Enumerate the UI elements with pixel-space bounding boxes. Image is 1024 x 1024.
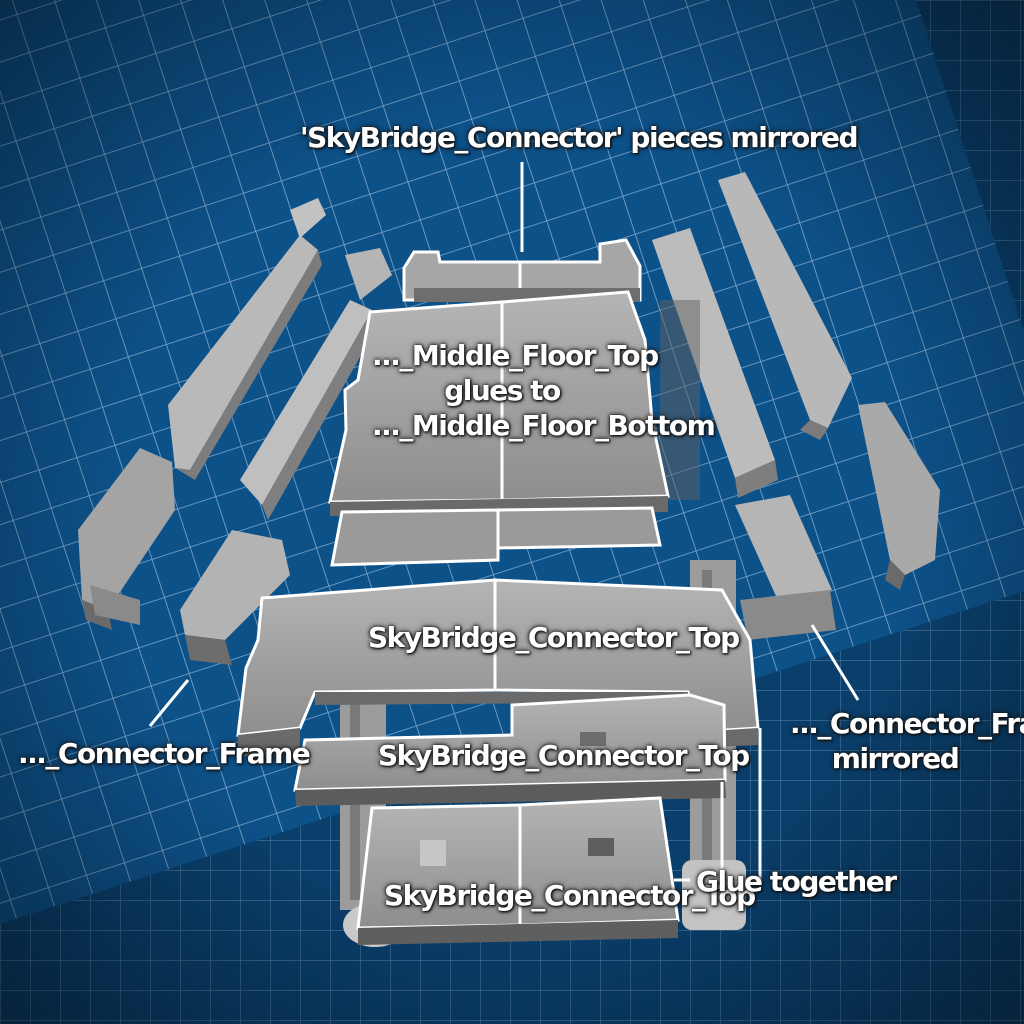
leader-lines [148, 162, 860, 882]
left-inner-rail [240, 248, 392, 520]
left-end-cap [78, 448, 175, 630]
label-connector-top-3: SkyBridge_Connector_Top [384, 879, 756, 912]
leader-connector-frame-left [148, 679, 190, 727]
connector-top-large [236, 578, 760, 757]
leader-glue-together [742, 728, 762, 882]
right-end-cap [858, 402, 940, 590]
label-connector-top-1: SkyBridge_Connector_Top [368, 621, 740, 654]
label-connector-top-2: SkyBridge_Connector_Top [378, 739, 750, 772]
label-mirrored-pieces: 'SkyBridge_Connector' pieces mirrored [300, 121, 859, 154]
label-middle-floor-line-1: ..._Middle_Floor_Top [372, 339, 659, 372]
right-outer-rail [718, 172, 852, 440]
middle-floor-top [328, 290, 670, 516]
connector-top-small [356, 796, 680, 945]
mirrored-connector-strip [402, 238, 642, 302]
label-connector-frame-right-line-2: mirrored [831, 742, 960, 775]
label-middle-floor: ..._Middle_Floor_Top glues to ..._Middle… [372, 338, 716, 443]
right-inner-rail [652, 228, 778, 500]
label-middle-floor-line-2: glues to [444, 374, 561, 407]
left-connector-frame [180, 530, 290, 665]
middle-floor-bottom [330, 506, 662, 567]
label-connector-frame-right-line-1: ..._Connector_Frame [790, 707, 1024, 740]
leader-connector-frame-right [810, 624, 860, 701]
left-outer-rail [168, 198, 326, 480]
label-middle-floor-line-3: ..._Middle_Floor_Bottom [372, 409, 716, 442]
label-glue-together: Glue together [696, 865, 897, 898]
label-connector-frame-left: ..._Connector_Frame [18, 737, 311, 770]
label-connector-frame-right: ..._Connector_Frame mirrored [790, 706, 1024, 776]
